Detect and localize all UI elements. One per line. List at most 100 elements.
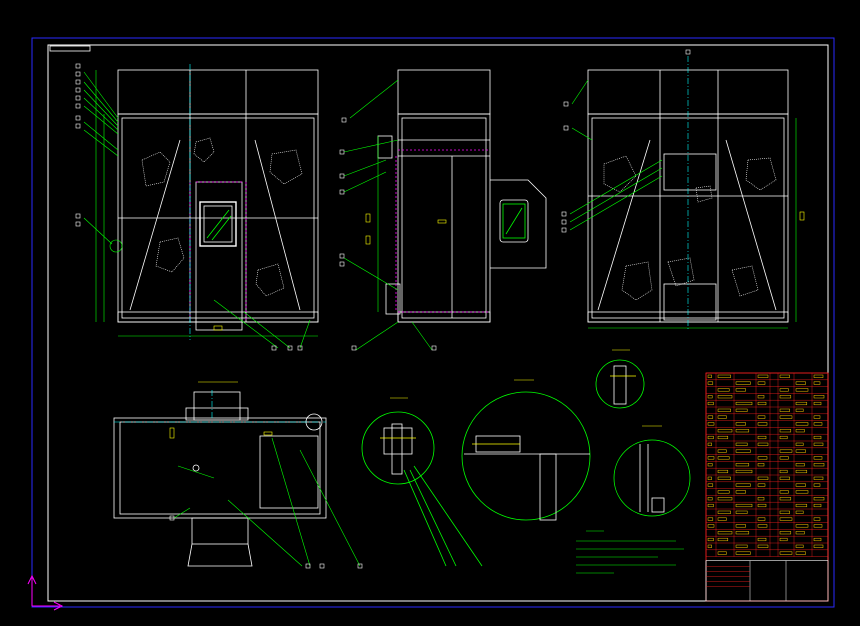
- outer-frame: [31, 37, 835, 608]
- parts-list-cell-text: [707, 537, 714, 542]
- parts-list-cell-text: [795, 463, 805, 467]
- parts-list-cell-text: [757, 503, 767, 508]
- parts-list-cell-text: [795, 381, 806, 385]
- parts-list-cell-text: [735, 469, 753, 474]
- parts-list-cell-text: [735, 510, 748, 514]
- parts-list-cell-text: [735, 422, 746, 426]
- parts-list-cell-text: [735, 463, 750, 467]
- parts-list-cell-text: [813, 537, 822, 542]
- parts-list-cell-text: [779, 537, 788, 542]
- detail-b: [461, 391, 591, 521]
- parts-list-cell-text: [707, 381, 714, 385]
- parts-list-cell-text: [707, 503, 714, 508]
- parts-list-cell-text: [779, 476, 790, 480]
- parts-list-cell-text: [813, 401, 822, 406]
- parts-list-cell-text: [707, 476, 712, 480]
- parts-list-cell-text: [707, 401, 714, 406]
- parts-list-cell-text: [735, 531, 750, 535]
- parts-list-cell-text: [735, 544, 748, 548]
- parts-list-cell-text: [813, 435, 822, 440]
- plan-view: [113, 391, 327, 567]
- title-block: [705, 372, 829, 602]
- front-view-hatch: [141, 137, 303, 297]
- parts-list-cell-text: [813, 497, 825, 501]
- parts-list-cell-text: [717, 469, 729, 474]
- parts-list-cell-text: [813, 374, 824, 378]
- parts-list-cell-text: [779, 517, 793, 521]
- parts-list-cell-text: [813, 442, 824, 446]
- parts-list-cell-text: [813, 463, 825, 467]
- parts-list-cell-text: [717, 429, 733, 433]
- parts-list-cell-text: [717, 456, 730, 460]
- parts-list-cell-text: [717, 517, 727, 521]
- parts-list-cell-text: [795, 531, 805, 535]
- parts-list-cell-text: [735, 551, 751, 555]
- parts-list-cell-text: [757, 374, 769, 378]
- parts-list-cell-text: [795, 401, 808, 406]
- parts-list-cell-text: [707, 524, 715, 528]
- parts-list-cell-text: [779, 395, 792, 399]
- parts-list-cell-text: [779, 551, 793, 555]
- parts-list-cell-text: [813, 524, 823, 528]
- detail-d: [613, 439, 691, 517]
- parts-list-cell-text: [707, 422, 715, 426]
- parts-list-cell-text: [757, 483, 766, 487]
- parts-list-cell-text: [795, 490, 809, 494]
- parts-list-cell-text: [757, 524, 768, 528]
- parts-list-cell-text: [795, 422, 809, 426]
- parts-list-cell-text: [717, 531, 733, 535]
- parts-list-cell-text: [717, 551, 727, 555]
- parts-list-cell-text: [813, 517, 821, 521]
- parts-list-cell-text: [757, 395, 765, 399]
- parts-list-cell-text: [813, 456, 823, 460]
- parts-list-cell-text: [795, 510, 804, 514]
- parts-list-cell-text: [707, 415, 714, 419]
- parts-list-cell-text: [735, 483, 751, 487]
- parts-list-cell-text: [813, 381, 821, 385]
- parts-list-cell-text: [717, 476, 731, 480]
- plan-view-balloons: [169, 427, 363, 569]
- parts-list-cell-text: [717, 435, 729, 440]
- front-view-dimensions: [83, 64, 318, 349]
- parts-list-cell-text: [735, 449, 751, 453]
- parts-list-cell-text: [707, 435, 714, 440]
- parts-list-cell-text: [707, 544, 712, 548]
- parts-list-cell-text: [779, 374, 790, 378]
- parts-list-cell-text: [813, 483, 821, 487]
- parts-list-cell-text: [757, 415, 766, 419]
- parts-list-cell-text: [735, 503, 753, 508]
- plan-view-dimensions: [114, 390, 361, 567]
- parts-list-cell-text: [717, 374, 731, 378]
- parts-list-cell-text: [707, 456, 715, 460]
- parts-list-cell-text: [735, 490, 746, 494]
- parts-list-cell-text: [813, 544, 824, 548]
- parts-list-cell-text: [757, 401, 767, 406]
- drawing-number-box: [49, 45, 91, 52]
- parts-list-cell-text: [813, 422, 823, 426]
- parts-list-cell-text: [757, 463, 765, 467]
- parts-list-cell-text: [779, 510, 790, 514]
- parts-list-cell-text: [795, 544, 804, 548]
- parts-list-cell-text: [735, 401, 753, 406]
- parts-list-cell-text: [735, 429, 750, 433]
- parts-list-cell-text: [779, 408, 790, 412]
- parts-list-cell-text: [717, 449, 727, 453]
- parts-list-cell-text: [757, 456, 768, 460]
- parts-list-cell-text: [707, 395, 713, 399]
- parts-list-cell-text: [717, 388, 730, 392]
- parts-list-cell-text: [795, 388, 809, 392]
- parts-list-cell-text: [735, 388, 746, 392]
- parts-list-cell-text: [813, 503, 822, 508]
- parts-list-cell-text: [779, 531, 792, 535]
- parts-list-cell-text: [795, 469, 808, 474]
- parts-list-cell-text: [757, 381, 766, 385]
- ucs-axis-icon: [27, 574, 64, 611]
- parts-list-cell-text: [717, 408, 731, 412]
- front-view-balloons: [75, 63, 303, 351]
- parts-list-cell-text: [735, 524, 746, 528]
- parts-list-cell-text: [779, 435, 788, 440]
- parts-list-cell-text: [779, 490, 789, 494]
- parts-list-cell-text: [717, 395, 733, 399]
- parts-list-cell-text: [779, 415, 793, 419]
